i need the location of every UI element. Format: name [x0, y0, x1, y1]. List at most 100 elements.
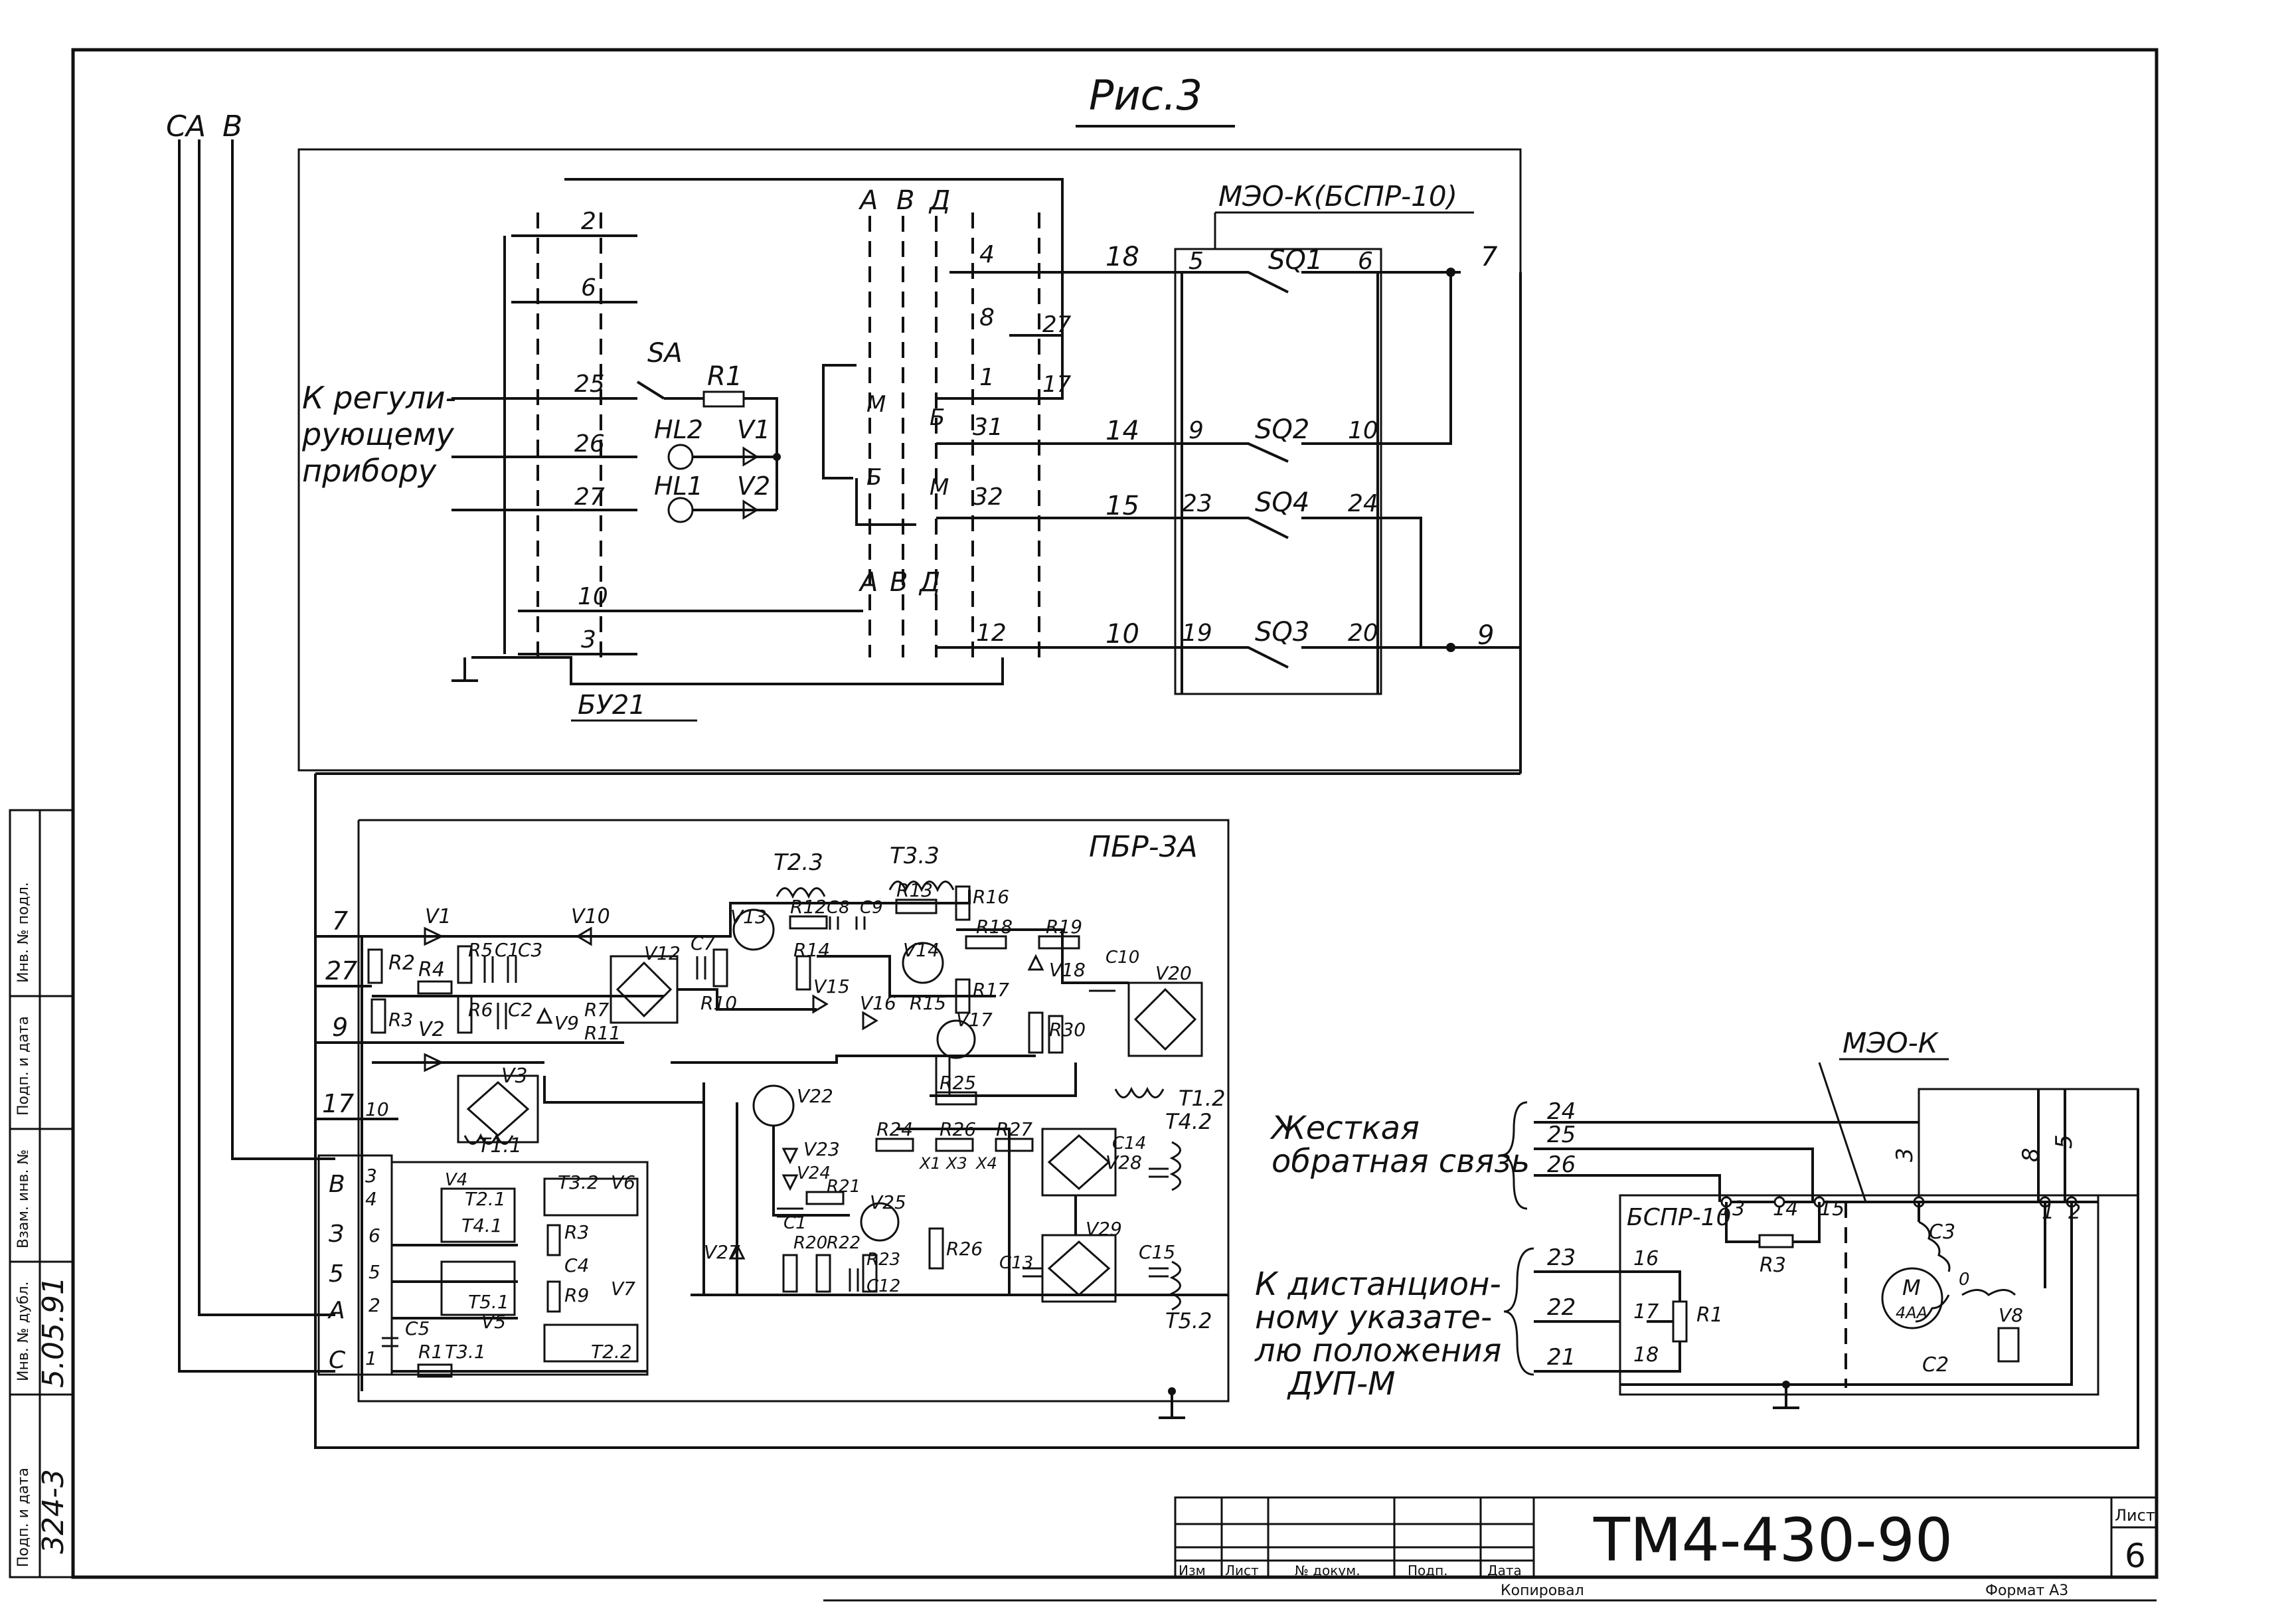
meo-term-18: 18 — [1633, 1343, 1659, 1367]
pbr-label-r25: R25 — [940, 1072, 976, 1094]
indicator-note: К дистанцион- ному указате- лю положения… — [1254, 1266, 1512, 1403]
pbr-term-9: 9 — [332, 1013, 348, 1042]
pbr-lower-pin-5: 5 — [369, 1261, 380, 1283]
pbr-label-v16: V16 — [860, 992, 896, 1014]
sq3-contact-a: 19 — [1182, 620, 1212, 647]
transistor-v14-icon — [902, 942, 944, 984]
diode-v16-icon — [862, 1011, 878, 1031]
pbr-lower-r9: R9 — [564, 1284, 589, 1306]
pbr-label-c1: C1 — [495, 939, 519, 961]
pbr-lower-pin-1: 1 — [365, 1347, 377, 1369]
side-stamp: Инв. № подл. Подп. и дата Взам. инв. № И… — [9, 809, 74, 1578]
pbr-label-r12: R12 — [790, 896, 827, 918]
pbr-lower-t2-2: T2.2 — [591, 1341, 632, 1363]
pbr-label-t4-2: T4.2 — [1165, 1109, 1212, 1134]
right-pin-32: 32 — [973, 483, 1003, 511]
pbr-label-t3-3: T3.3 — [890, 843, 940, 869]
feedback-pin-26: 26 — [1547, 1151, 1576, 1178]
right-pin-12: 12 — [976, 620, 1007, 647]
pbr-label-v15: V15 — [813, 976, 850, 997]
label-v-1: В — [896, 185, 914, 216]
pbr-label-r5: R5 — [468, 939, 493, 961]
lamp-hl2-icon — [667, 444, 694, 470]
pbr-label-c2: C2 — [508, 999, 533, 1021]
pbr-lower-z: З — [329, 1221, 344, 1248]
sq2-contact-a: 9 — [1189, 417, 1204, 444]
feedback-pin-25: 25 — [1547, 1122, 1576, 1148]
pbr-label-r16: R16 — [973, 886, 1009, 908]
switch-sq1: SQ1 — [1268, 245, 1323, 276]
indicator-pin-22: 22 — [1547, 1294, 1576, 1321]
transistor-v13-icon — [732, 908, 775, 951]
pbr-label-c8: C8 — [827, 898, 850, 918]
pbr-label-r23: R23 — [866, 1250, 900, 1270]
pbr-label-r21: R21 — [827, 1177, 861, 1197]
bridge-v20-icon — [1127, 981, 1203, 1057]
coil-t5-2-icon — [1169, 1260, 1181, 1311]
sheet-number: 6 — [2125, 1537, 2146, 1575]
wire-14: 14 — [1106, 416, 1139, 446]
meo-label-c3: C3 — [1929, 1221, 1955, 1244]
meo-term-8: 8 — [2018, 1148, 2044, 1162]
bus-label-a: А — [184, 110, 206, 143]
pbr-label: ПБР-3А — [1089, 830, 1198, 864]
meo-term-3: 3 — [1892, 1148, 1918, 1162]
indicator-note-line-2: ному указате- — [1255, 1299, 1492, 1336]
motor-icon — [1881, 1267, 1943, 1329]
pbr-label-v27: V27 — [704, 1241, 740, 1263]
pbr-label-r20: R20 — [793, 1233, 827, 1253]
pbr-label-t5-2: T5.2 — [1165, 1308, 1212, 1333]
pbr-label-v3: V3 — [501, 1064, 528, 1088]
pbr-lower-t4-1: T4.1 — [461, 1215, 503, 1236]
pbr-lower-t3-2: T3.2 — [558, 1171, 599, 1193]
label-hl2: HL2 — [654, 415, 703, 444]
pbr-label-r26a: R26 — [940, 1118, 976, 1140]
pbr-label-v17: V17 — [956, 1009, 993, 1031]
pbr-label-x1: X1 — [918, 1154, 941, 1173]
pbr-label-r2: R2 — [388, 952, 415, 975]
bridge-v29-icon — [1041, 1234, 1117, 1303]
meo-label-c2: C2 — [1922, 1353, 1949, 1377]
wire-9: 9 — [1477, 620, 1494, 651]
pbr-label-v2: V2 — [418, 1018, 445, 1041]
pbr-label-v29: V29 — [1086, 1218, 1122, 1240]
diode-v18-icon — [1027, 954, 1044, 971]
pbr-term-7: 7 — [332, 906, 348, 936]
indicator-group: SA R1 HL2 V1 HL1 V2 — [636, 338, 781, 523]
indicator-pin-23: 23 — [1547, 1244, 1576, 1271]
pbr-lower-v7: V7 — [611, 1278, 635, 1300]
pbr-lower-t3-1: T3.1 — [445, 1341, 486, 1363]
pbr-label-r27: R27 — [996, 1118, 1032, 1140]
pbr-block: ПБР-3А 7 27 9 17 — [315, 819, 1230, 1419]
pbr-label-r18: R18 — [976, 916, 1013, 938]
coil-t4-2-icon — [1169, 1141, 1181, 1191]
label-sa: SA — [647, 338, 683, 369]
pbr-label-x4: X4 — [975, 1154, 997, 1173]
pbr-label-r10: R10 — [700, 992, 737, 1014]
pbr-label-v9: V9 — [554, 1012, 579, 1034]
sq1-contact-a: 5 — [1189, 248, 1204, 275]
feedback-note-line-1: Жесткая — [1270, 1110, 1420, 1147]
pbr-label-r6: R6 — [468, 999, 493, 1021]
lamp-hl1-icon — [667, 497, 694, 523]
bus-lines — [178, 139, 335, 1373]
label-d-1: Д — [928, 185, 950, 216]
pbr-label-v24: V24 — [797, 1163, 831, 1183]
left-pin-3: 3 — [581, 626, 596, 653]
label-m-2: М — [930, 474, 949, 501]
wire-numbers: 18 14 15 10 7 9 — [1106, 242, 1498, 651]
meo-term-17: 17 — [1633, 1300, 1659, 1323]
pbr-label-c10: C10 — [1106, 948, 1139, 968]
pbr-label-c3: C3 — [518, 939, 542, 961]
abd-labels: А В Д А В Д — [858, 185, 950, 657]
bus-label-c: С — [166, 110, 187, 143]
stamp-sign-date-1: Подп. и дата — [15, 1016, 32, 1116]
meo-label-v8: V8 — [1999, 1304, 2023, 1326]
label-v1-top: V1 — [737, 415, 770, 444]
label-a-2: А — [858, 567, 878, 598]
pbr-label-c12: C12 — [866, 1276, 900, 1296]
bu21-block: БУ21 — [297, 148, 1522, 772]
pbr-label-r26b: R26 — [946, 1238, 983, 1260]
tb-col-date: Дата — [1487, 1563, 1522, 1578]
pbr-label-v22: V22 — [797, 1085, 833, 1107]
